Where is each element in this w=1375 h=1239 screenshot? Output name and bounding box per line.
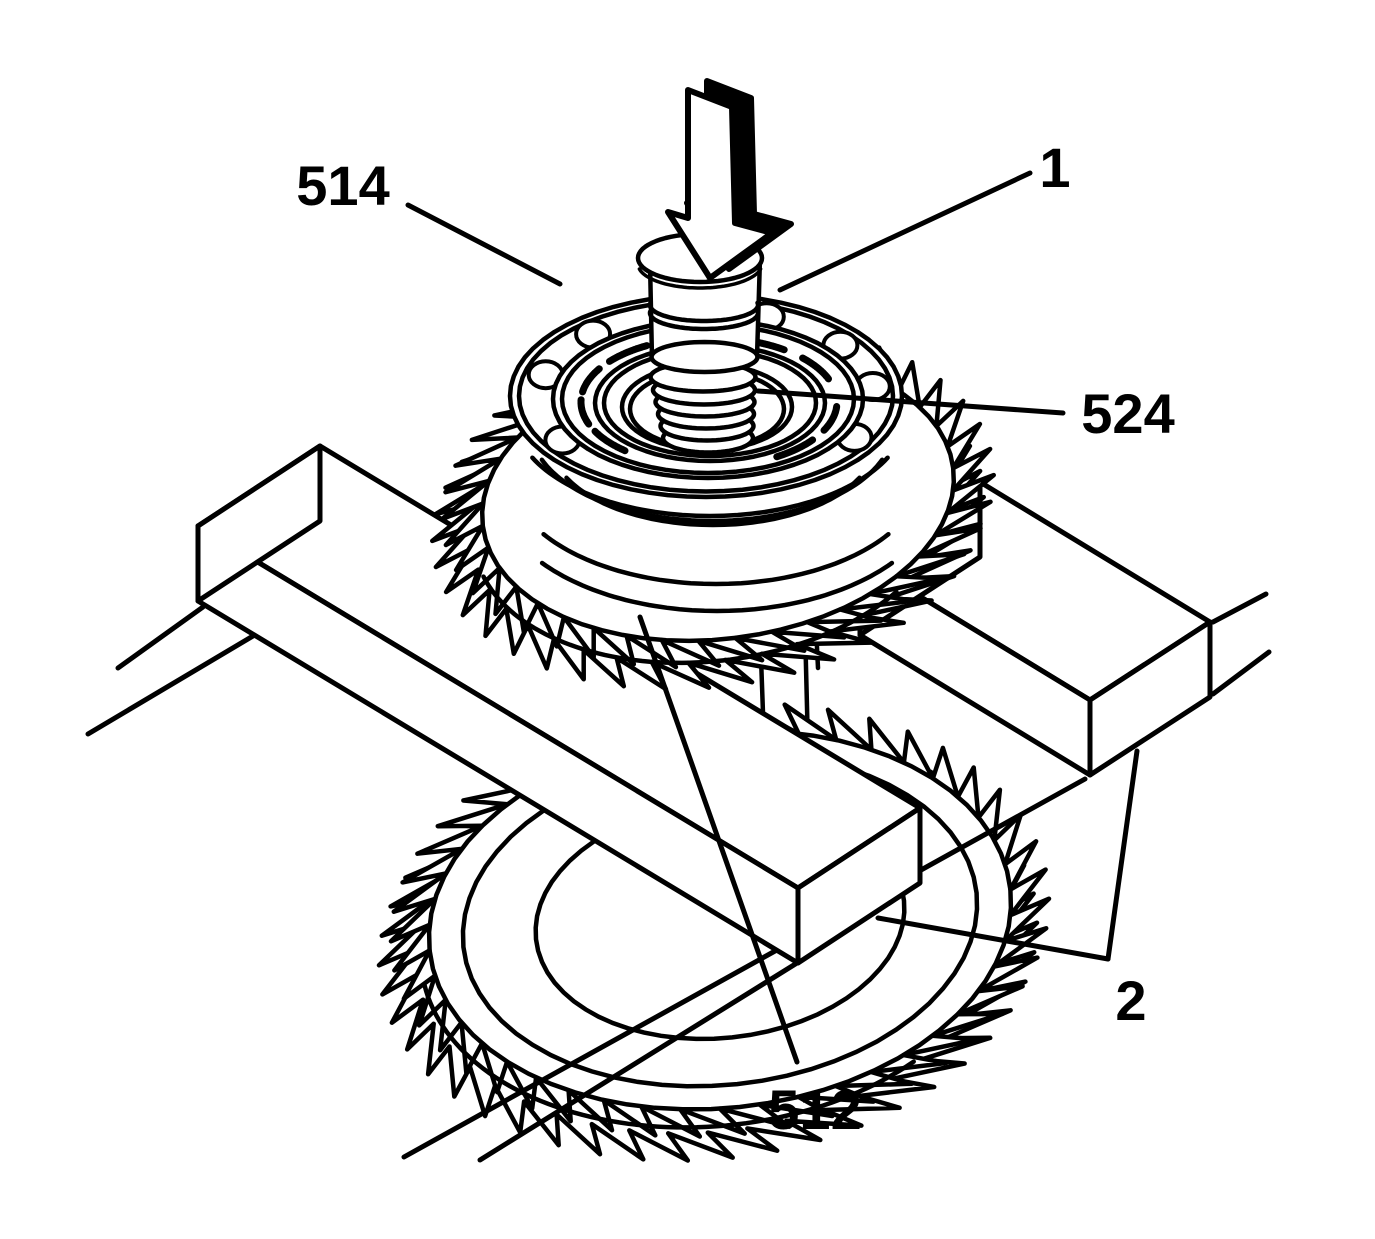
leader-line-2b [1105,748,1140,962]
leader-line-524 [755,388,1066,416]
leader-line-514 [405,202,563,287]
table-edge-line [401,776,1088,1160]
table-edge-line [477,960,800,1163]
arrow-front-face [665,87,775,281]
press-down-arrow-icon [665,78,794,281]
right-bar-end-face [1087,619,1213,778]
part-label-512: 512 [768,1078,861,1141]
part-label-514: 514 [296,154,389,217]
left-bar-end-face [795,805,923,966]
part-label-524: 524 [1081,382,1174,445]
left-bar-left-face [195,443,323,604]
support-bars [195,443,1213,966]
leader-line-1 [777,170,1033,293]
table-rails [85,591,1272,1163]
callouts: 514 1 524 512 2 [296,136,1174,1141]
table-edge-line [1210,649,1272,697]
table-edge-line [115,604,206,671]
part-label-1: 1 [1039,136,1070,199]
table-edge-line [85,633,256,737]
leader-line-2a [875,915,1111,962]
table-edge-line [1210,591,1269,625]
part-label-2: 2 [1115,969,1146,1032]
leader-line-512 [637,614,800,1065]
